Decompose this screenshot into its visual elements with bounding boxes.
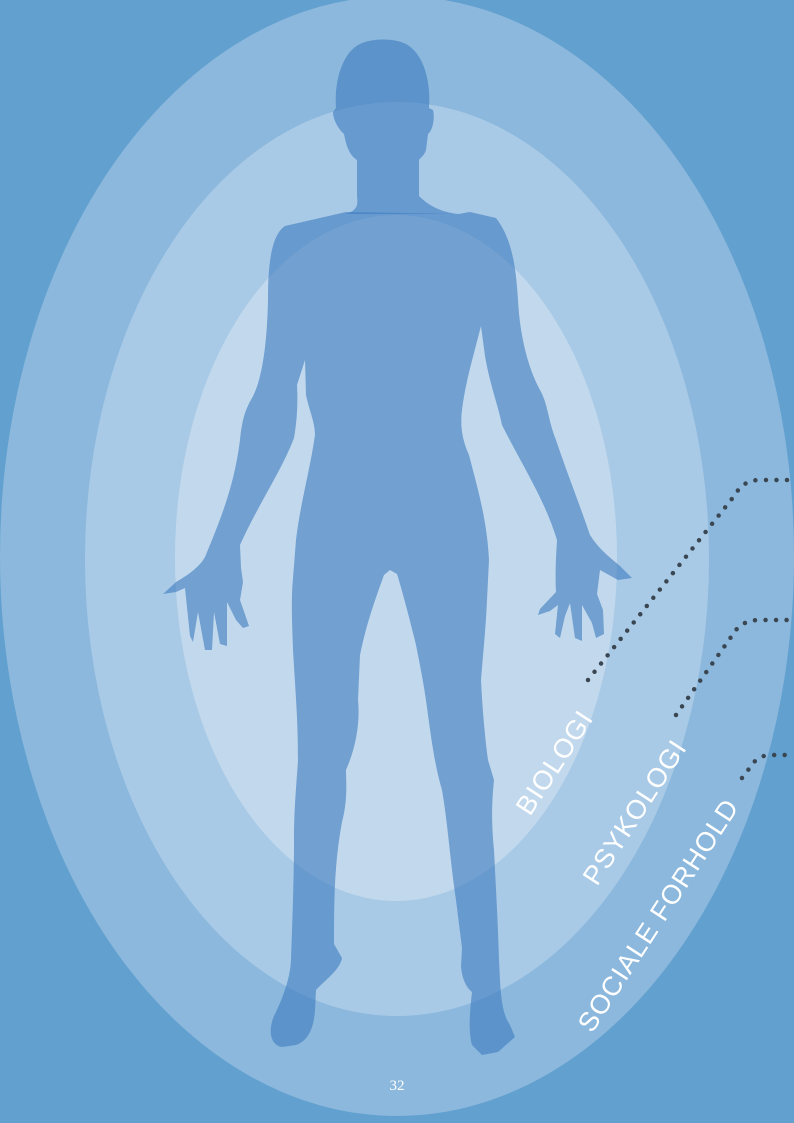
page-number: 32 [0, 1078, 794, 1095]
